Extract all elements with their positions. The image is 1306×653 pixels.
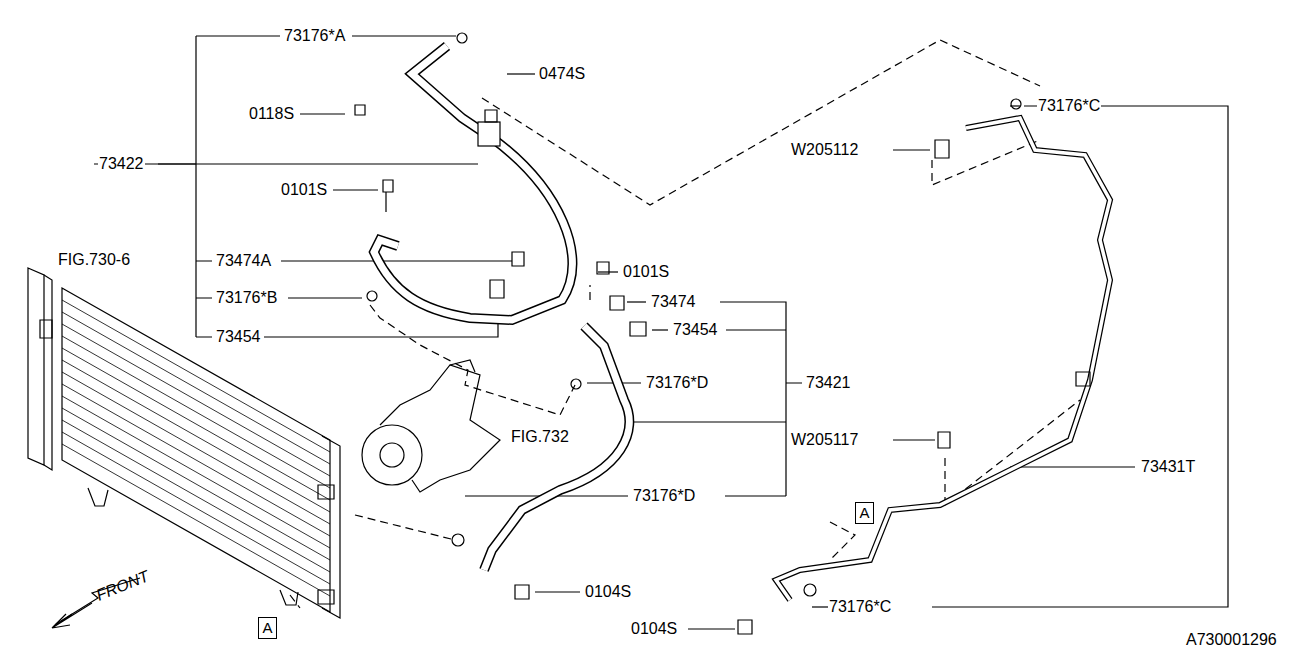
callout-number: 73474A (215, 252, 272, 270)
callout-number: 0474S (538, 65, 586, 83)
callout-number: 0104S (630, 620, 678, 638)
reference-box: A (855, 502, 874, 524)
figure-reference: FIG.730-6 (57, 251, 131, 269)
figure-reference: FIG.732 (510, 428, 570, 446)
callout-number: 73421 (805, 374, 852, 392)
callout-number: 73176*B (215, 289, 278, 307)
callout-number: 73454 (215, 328, 262, 346)
callout-number: 0101S (622, 263, 670, 281)
callout-number: 0118S (248, 105, 295, 123)
callout-number: W205112 (790, 141, 859, 159)
callout-number: 0104S (584, 583, 632, 601)
callout-number: 73422 (98, 155, 145, 173)
callout-number: W205117 (790, 431, 859, 449)
callout-number: 73176*D (632, 487, 696, 505)
callout-number: 73176*C (828, 598, 892, 616)
box-letter: A (856, 505, 873, 521)
callout-number: 0101S (280, 181, 328, 199)
callout-number: 73176*A (283, 27, 346, 45)
callout-number: 73176*C (1037, 97, 1101, 115)
reference-box: A (258, 617, 277, 639)
callout-number: 73431T (1140, 458, 1196, 476)
callout-number: 73454 (672, 321, 719, 339)
callout-number: 73176*D (645, 374, 709, 392)
callout-number: 73474 (650, 293, 697, 311)
box-letter: A (259, 620, 276, 636)
drawing-number: A730001296 (1185, 631, 1278, 649)
direction-label: FRONT (93, 567, 153, 605)
